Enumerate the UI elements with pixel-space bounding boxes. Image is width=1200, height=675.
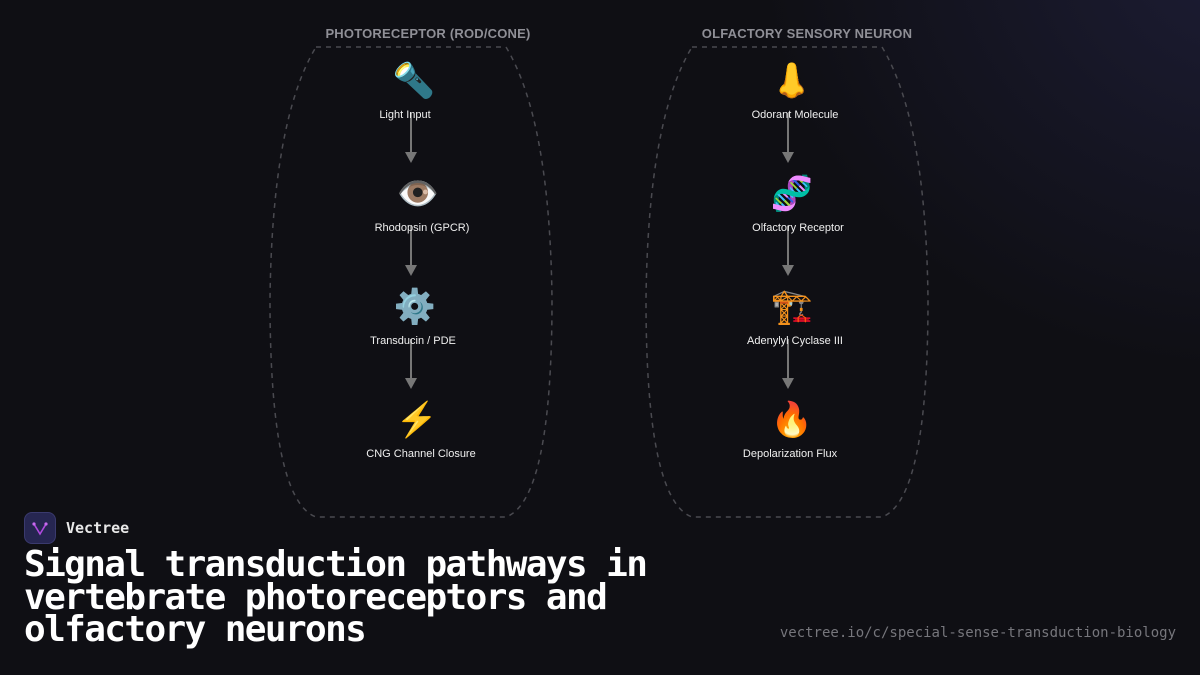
arrow (405, 226, 417, 276)
olfactory-frame (645, 46, 929, 518)
fire-icon: 🔥 (770, 401, 814, 439)
node-label: Light Input (379, 109, 431, 121)
node-depolarization: 🔥 Depolarization Flux (743, 400, 837, 460)
node-light-input: 🔦 Light Input (379, 61, 436, 121)
node-rhodopsin: 👁️ Rhodopsin (GPCR) (367, 174, 470, 234)
page-title: Signal transduction pathways in vertebra… (24, 544, 648, 650)
source-url: vectree.io/c/special-sense-transduction-… (779, 625, 1176, 641)
brand: Vectree (24, 512, 129, 544)
eye-icon: 👁️ (396, 175, 440, 213)
arrow (782, 339, 794, 389)
dna-icon: 🧬 (770, 175, 814, 213)
arrow (782, 226, 794, 276)
node-adenylyl-cyclase: 🏗️ Adenylyl Cyclase III (741, 287, 843, 347)
arrow (405, 113, 417, 163)
node-label: Adenylyl Cyclase III (747, 335, 843, 347)
vectree-logo-icon (24, 512, 56, 544)
node-olfactory-receptor: 🧬 Olfactory Receptor (740, 174, 844, 234)
node-label: Transducin / PDE (370, 335, 456, 347)
node-label: Depolarization Flux (742, 448, 838, 460)
crane-icon: 🏗️ (770, 288, 814, 326)
arrow (782, 113, 794, 163)
flashlight-icon: 🔦 (392, 62, 436, 100)
arrow (405, 339, 417, 389)
olfactory-title: OLFACTORY SENSORY NEURON (701, 26, 913, 41)
node-odorant: 👃 Odorant Molecule (746, 61, 839, 121)
brand-name: Vectree (66, 519, 130, 537)
node-transducin: ⚙️ Transducin / PDE (370, 287, 456, 347)
node-label: CNG Channel Closure (366, 448, 476, 460)
nose-icon: 👃 (770, 62, 814, 100)
photoreceptor-frame (269, 46, 553, 518)
lightning-icon: ⚡ (395, 401, 439, 439)
photoreceptor-title: PHOTORECEPTOR (ROD/CONE) (325, 26, 531, 41)
gear-icon: ⚙️ (393, 288, 437, 326)
node-label: Odorant Molecule (751, 109, 839, 121)
node-label: Olfactory Receptor (752, 222, 844, 234)
node-cng-channel: ⚡ CNG Channel Closure (358, 400, 475, 460)
node-label: Rhodopsin (GPCR) (374, 222, 470, 234)
